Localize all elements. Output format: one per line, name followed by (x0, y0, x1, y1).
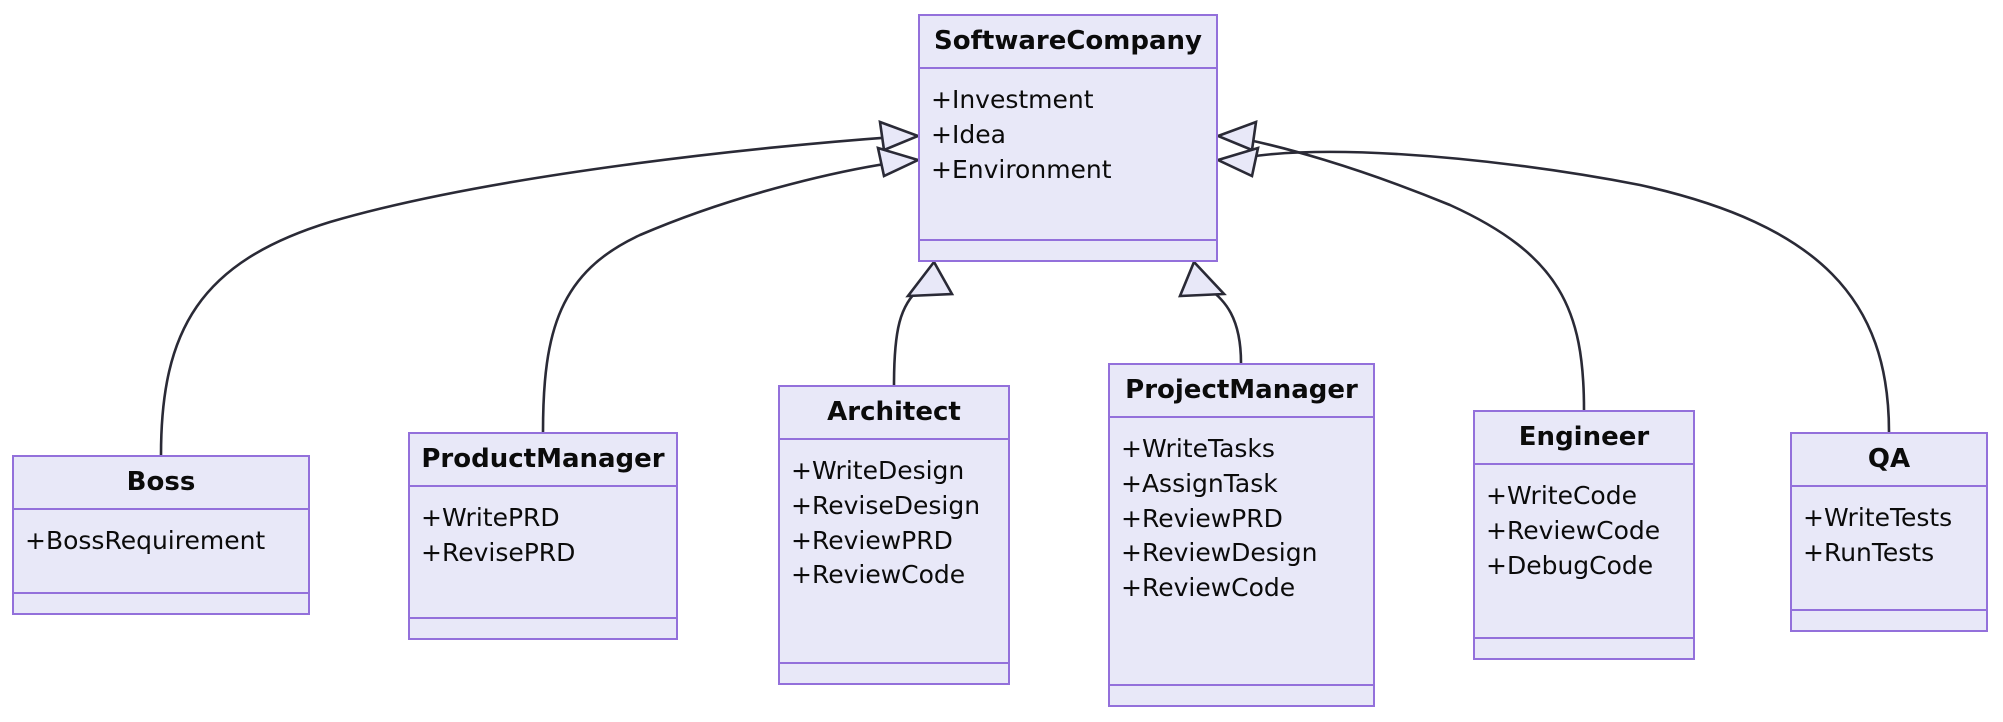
class-box-qa[interactable]: QA +WriteTests +RunTests (1790, 432, 1988, 632)
class-methods (1110, 686, 1373, 705)
class-box-boss[interactable]: Boss +BossRequirement (12, 455, 310, 615)
class-methods (1792, 611, 1986, 630)
class-member: +ReviewPRD (1121, 503, 1283, 533)
class-title: ProjectManager (1110, 365, 1373, 418)
class-member: +ReviewCode (1121, 573, 1296, 602)
class-member: +Idea (931, 119, 1006, 149)
class-title: SoftwareCompany (920, 16, 1216, 69)
class-member: +ReviewCode (1486, 515, 1661, 545)
inheritance-arrowhead (1214, 120, 1258, 152)
class-title: Engineer (1475, 412, 1693, 465)
inheritance-arrowhead (1178, 259, 1227, 298)
class-box-architect[interactable]: Architect +WriteDesign +ReviseDesign +Revi… (778, 385, 1010, 685)
class-attributes: +WriteDesign +ReviseDesign +ReviewPRD +Revi… (780, 440, 1008, 664)
inheritance-arrowhead (1214, 146, 1260, 178)
class-member: +DebugCode (1486, 550, 1654, 580)
class-member: +WriteCode (1486, 481, 1637, 510)
class-title: Boss (14, 457, 308, 510)
class-member: +ReviewDesign (1121, 538, 1318, 568)
class-methods (1475, 639, 1693, 658)
class-attributes: +WriteTests +RunTests (1792, 487, 1986, 611)
class-member: +WriteTests (1803, 503, 1953, 532)
class-member: +Environment (931, 154, 1112, 184)
edge-projectmanager-to-softwarecompany (1178, 259, 1243, 364)
class-methods (780, 664, 1008, 683)
class-member: +WritePRD (421, 503, 560, 532)
class-member: +RevisePRD (421, 537, 576, 567)
inheritance-arrowhead (878, 120, 922, 152)
class-box-projectmanager[interactable]: ProjectManager +WriteTasks +AssignTask +Re… (1108, 363, 1375, 707)
class-box-softwarecompany[interactable]: SoftwareCompany +Investment +Idea +Environ… (918, 14, 1218, 262)
class-attributes: +WriteTasks +AssignTask +ReviewPRD +ReviewD… (1110, 418, 1373, 686)
class-methods (920, 241, 1216, 260)
class-member: +WriteDesign (791, 456, 965, 485)
class-attributes: +WriteCode +ReviewCode +DebugCode (1475, 465, 1693, 639)
class-attributes: +WritePRD +RevisePRD (410, 487, 676, 619)
class-member: +AssignTask (1121, 468, 1278, 498)
class-member: +ReviewPRD (791, 525, 953, 555)
class-member: +BossRequirement (25, 526, 266, 555)
class-title: QA (1792, 434, 1986, 487)
class-box-productmanager[interactable]: ProductManager +WritePRD +RevisePRD (408, 432, 678, 640)
class-attributes: +BossRequirement (14, 510, 308, 594)
class-member: +RunTests (1803, 537, 1935, 567)
class-attributes: +Investment +Idea +Environment (920, 69, 1216, 241)
class-member: +ReviewCode (791, 560, 966, 590)
class-box-engineer[interactable]: Engineer +WriteCode +ReviewCode +DebugCode (1473, 410, 1695, 660)
class-methods (410, 619, 676, 638)
class-title: ProductManager (410, 434, 676, 487)
class-member: +Investment (931, 85, 1094, 114)
class-methods (14, 594, 308, 613)
inheritance-arrowhead (876, 146, 922, 178)
class-member: +ReviseDesign (791, 490, 981, 520)
edge-architect-to-softwarecompany (892, 259, 955, 386)
inheritance-arrowhead (905, 259, 955, 298)
class-member: +WriteTasks (1121, 434, 1275, 463)
class-title: Architect (780, 387, 1008, 440)
